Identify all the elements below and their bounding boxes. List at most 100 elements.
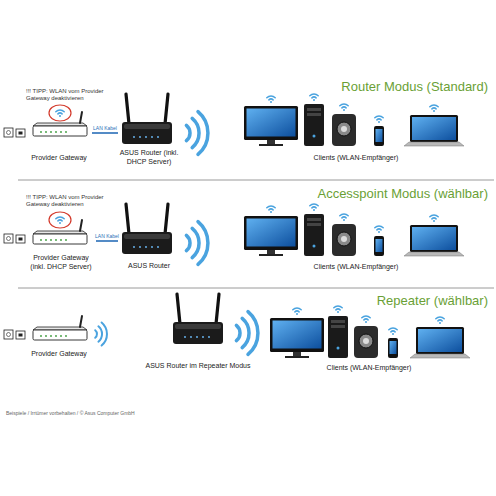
footer-note: Beispiele / Irrtümer vorbehalten / © Asu… <box>6 410 135 416</box>
wifi-dot <box>343 219 345 221</box>
wifi-symbol <box>58 112 62 114</box>
gateway-router <box>33 330 87 340</box>
smartphone <box>374 126 384 146</box>
monitor <box>244 216 298 250</box>
laptop-base <box>404 142 464 146</box>
pc-tower <box>304 104 324 146</box>
status-led <box>50 131 52 133</box>
wifi-symbol <box>334 306 342 308</box>
wifi-wave <box>248 312 258 355</box>
network-socket <box>16 331 25 339</box>
media-device <box>359 334 373 348</box>
device-node: ASUS Router <box>118 200 180 270</box>
monitor-stand <box>293 352 301 356</box>
media-device <box>363 338 369 344</box>
pc-tower <box>304 214 324 256</box>
network-socket <box>16 235 25 243</box>
status-led <box>196 336 198 338</box>
device-label: Clients (WLAN-Empfänger) <box>236 154 476 163</box>
device-label-box: Provider Gateway (inkl. DHCP Server) <box>26 254 96 271</box>
network-socket <box>19 238 23 241</box>
wifi-wave <box>198 222 208 265</box>
status-led <box>145 136 147 138</box>
wifi-symbol <box>377 228 381 230</box>
wifi-symbol <box>375 116 383 118</box>
status-led <box>145 246 147 248</box>
status-led <box>60 335 62 337</box>
wifi-symbol <box>56 110 64 112</box>
pc-tower <box>313 135 316 138</box>
status-led <box>133 136 135 138</box>
gateway-router <box>33 234 87 244</box>
device-label: Provider Gateway (inkl. DHCP Server) <box>26 254 96 271</box>
wifi-wave <box>242 318 249 347</box>
wall-socket <box>7 237 11 241</box>
status-led <box>157 136 159 138</box>
asus-router <box>175 324 221 329</box>
status-led <box>60 239 62 241</box>
monitor <box>244 106 298 140</box>
wifi-wave <box>102 323 107 346</box>
wifi-symbol <box>430 105 438 107</box>
wifi-symbol <box>340 214 348 216</box>
device-node: Clients (WLAN-Empfänger) <box>262 312 476 372</box>
lan-cable-line <box>92 132 118 134</box>
status-led <box>157 246 159 248</box>
monitor-stand <box>285 356 309 358</box>
smartphone <box>374 236 384 256</box>
status-led <box>190 336 192 338</box>
status-led <box>40 239 42 241</box>
tip-circle <box>49 212 71 228</box>
gateway-router <box>33 126 87 136</box>
wifi-symbol <box>432 217 436 219</box>
cable-label: LAN Kabel <box>94 233 120 239</box>
wifi-dot <box>378 121 380 123</box>
wifi-symbol <box>267 206 275 208</box>
pc-tower <box>307 223 321 226</box>
wifi-dot <box>59 115 61 117</box>
wifi-wave <box>186 125 190 140</box>
status-led <box>60 131 62 133</box>
status-led <box>45 335 47 337</box>
status-led <box>133 246 135 248</box>
router-antenna <box>126 204 129 234</box>
tip-circle <box>49 105 71 121</box>
status-led <box>208 336 210 338</box>
media-device <box>337 232 351 246</box>
gateway-antenna <box>80 220 82 231</box>
device-label-box: ASUS Router <box>118 262 180 271</box>
wifi-symbol <box>267 96 275 98</box>
monitor-stand <box>267 250 275 254</box>
device-label: ASUS Router <box>118 262 180 271</box>
network-socket <box>19 334 23 337</box>
asus-router <box>173 322 223 344</box>
wifi-symbol <box>336 308 340 310</box>
device-label-box: Provider Gateway <box>26 154 92 163</box>
status-led <box>40 335 42 337</box>
wifi-wave <box>192 228 199 257</box>
device-node: ASUS Router (inkl. DHCP Server) <box>118 92 180 166</box>
wifi-dot <box>378 231 380 233</box>
router-antenna <box>165 94 168 124</box>
laptop-base <box>404 252 464 256</box>
status-led <box>50 335 52 337</box>
pc-tower <box>331 325 345 328</box>
wifi-symbol <box>269 208 273 210</box>
wifi-wave <box>192 118 199 147</box>
device-node: Clients (WLAN-Empfänger) <box>236 205 476 271</box>
device-label: ASUS Router (inkl. DHCP Server) <box>118 149 180 166</box>
device-label: Clients (WLAN-Empfänger) <box>262 364 476 373</box>
monitor-screen <box>247 219 296 247</box>
tip-note: !!! TIPP: WLAN vom Provider Gateway deak… <box>26 194 108 208</box>
device-label: Provider Gateway <box>26 350 92 359</box>
wifi-dot <box>296 313 298 315</box>
status-led <box>55 131 57 133</box>
status-led <box>65 335 67 337</box>
router-antenna <box>177 294 180 324</box>
status-led <box>55 335 57 337</box>
device-node: Clients (WLAN-Empfänger) <box>236 100 476 162</box>
asus-router <box>124 234 170 239</box>
wifi-dot <box>59 222 61 224</box>
laptop-base <box>410 354 470 358</box>
